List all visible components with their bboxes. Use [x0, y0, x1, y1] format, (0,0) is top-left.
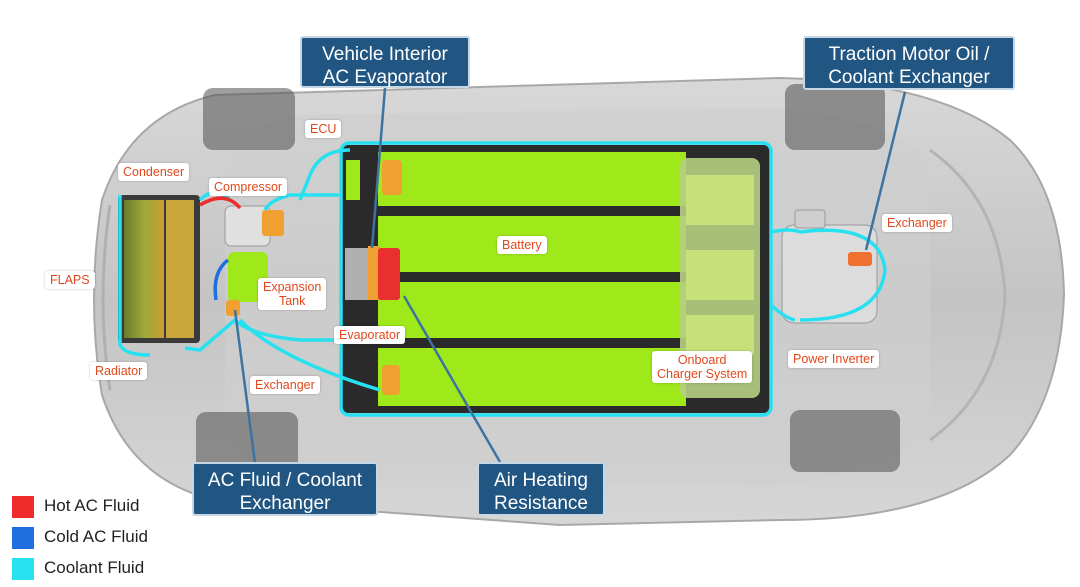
battery-connector-2 — [382, 365, 400, 395]
cold-ac-line — [213, 258, 230, 301]
evaporator-core — [345, 248, 370, 300]
compressor-part — [262, 210, 284, 236]
callout-interior-evaporator: Vehicle Interior AC Evaporator — [300, 36, 470, 88]
front-exchanger-part — [226, 300, 240, 316]
coolant-motor-loop — [799, 228, 887, 322]
coolant-lower-run — [238, 318, 381, 392]
battery-module-1 — [378, 152, 686, 206]
motor-exchanger-part — [848, 252, 872, 266]
callout-ac-coolant-exchanger-line-1: AC Fluid / Coolant — [207, 470, 363, 491]
label-expansion-tank: Expansion Tank — [258, 278, 327, 310]
traction-motor — [781, 224, 878, 324]
legend-swatch-coolant — [12, 558, 34, 580]
coolant-loops — [118, 141, 887, 417]
legend-swatch-cold-ac — [12, 527, 34, 549]
front-components — [224, 205, 284, 316]
coolant-ecu-run — [298, 148, 351, 201]
pointer-interior-evaporator — [370, 87, 387, 249]
wheel-rear-right — [790, 410, 900, 472]
callout-air-heating-line-1: Air Heating — [494, 470, 588, 491]
charger-cell-2 — [686, 250, 754, 300]
battery-side-cell — [346, 160, 360, 200]
label-onboard-charger-line-2: Charger System — [657, 367, 748, 381]
wheel-front-right — [196, 412, 298, 474]
callout-traction-exchanger: Traction Motor Oil / Coolant Exchanger — [803, 36, 1015, 90]
callout-air-heating: Air Heating Resistance — [477, 462, 605, 516]
pointer-ac-coolant-exchanger — [233, 309, 257, 464]
label-radiator: Radiator — [90, 362, 148, 380]
charger-cell-1 — [686, 175, 754, 225]
callout-ac-coolant-exchanger: AC Fluid / Coolant Exchanger — [192, 462, 378, 516]
motor-top — [794, 209, 826, 229]
label-onboard-charger-line-1: Onboard — [677, 353, 727, 367]
wheels — [196, 84, 900, 474]
radiator-assembly — [118, 195, 200, 343]
coolant-to-motor — [770, 228, 801, 234]
battery-tray — [342, 145, 770, 413]
coolant-from-motor — [769, 303, 796, 322]
label-exchanger-right: Exchanger — [882, 214, 952, 232]
battery-pack — [342, 145, 770, 413]
callout-ac-coolant-exchanger-line-2: Exchanger — [239, 493, 331, 514]
hot-ac-line — [199, 196, 242, 210]
radiator-core — [124, 200, 164, 338]
condenser-core — [166, 200, 194, 338]
pointer-traction-exchanger — [864, 91, 907, 251]
pointer-air-heating — [402, 295, 502, 463]
callout-air-heating-line-2: Resistance — [494, 493, 588, 514]
rear-motor — [781, 209, 878, 324]
wheel-front-left — [203, 88, 295, 150]
label-power-inverter: Power Inverter — [788, 350, 880, 368]
callout-interior-evaporator-line-1: Vehicle Interior — [322, 44, 448, 65]
battery-connector-1 — [382, 160, 402, 195]
coolant-radiator-edge — [118, 195, 151, 357]
legend-label-coolant: Coolant Fluid — [44, 558, 145, 577]
legend-label-hot-ac: Hot AC Fluid — [44, 496, 140, 515]
evaporator-element — [368, 246, 380, 300]
battery-module-3 — [378, 282, 686, 338]
callout-interior-evaporator-line-2: AC Evaporator — [322, 67, 448, 88]
legend-label-cold-ac: Cold AC Fluid — [44, 527, 148, 546]
label-expansion-tank-line-1: Expansion — [263, 280, 322, 294]
label-evaporator: Evaporator — [334, 326, 406, 344]
callout-pointers — [233, 87, 907, 464]
callout-traction-exchanger-line-1: Traction Motor Oil / — [828, 44, 990, 65]
wheel-rear-left — [785, 84, 885, 150]
charger-cell-3 — [686, 315, 754, 355]
label-battery: Battery — [497, 236, 547, 254]
label-flaps: FLAPS — [45, 271, 95, 289]
label-condenser: Condenser — [118, 163, 190, 181]
windshield-edge — [929, 148, 1007, 442]
label-compressor: Compressor — [209, 178, 288, 196]
callout-traction-exchanger-line-2: Coolant Exchanger — [828, 67, 990, 88]
coolant-battery-loop — [339, 141, 773, 417]
legend-swatch-hot-ac — [12, 496, 34, 518]
label-onboard-charger: Onboard Charger System — [652, 351, 753, 383]
air-heating-element — [378, 248, 400, 300]
evaporator-unit — [345, 246, 400, 300]
label-expansion-tank-line-2: Tank — [278, 294, 306, 308]
battery-module-4 — [378, 348, 686, 406]
label-ecu: ECU — [305, 120, 342, 138]
label-exchanger-left: Exchanger — [250, 376, 320, 394]
coolant-front-top — [263, 193, 341, 211]
